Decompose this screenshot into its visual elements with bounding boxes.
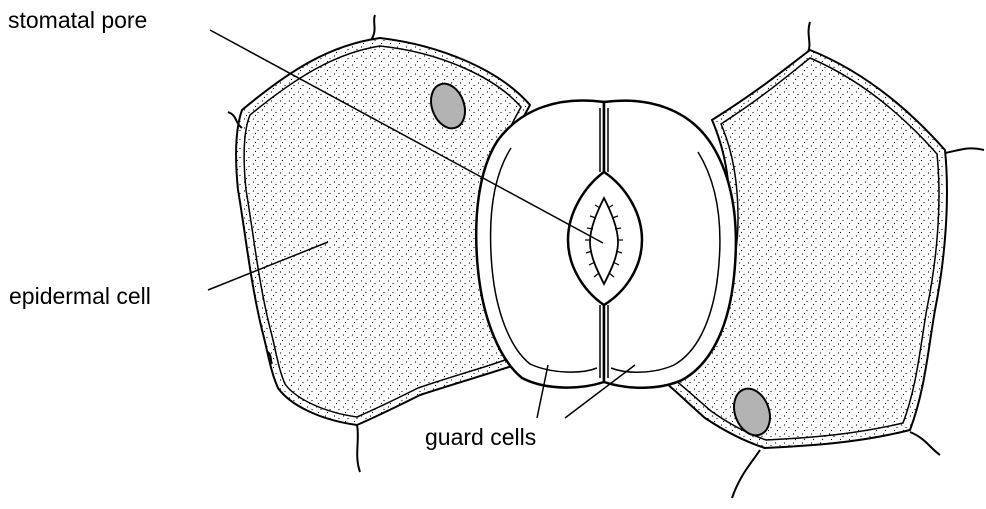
stomatal-pore [590,198,618,284]
right-guard-cell [604,101,736,388]
epidermal-cell-label: epidermal cell [9,285,151,308]
guard-cells-label: guard cells [425,426,536,449]
stomatal-pore-label: stomatal pore [8,9,147,32]
